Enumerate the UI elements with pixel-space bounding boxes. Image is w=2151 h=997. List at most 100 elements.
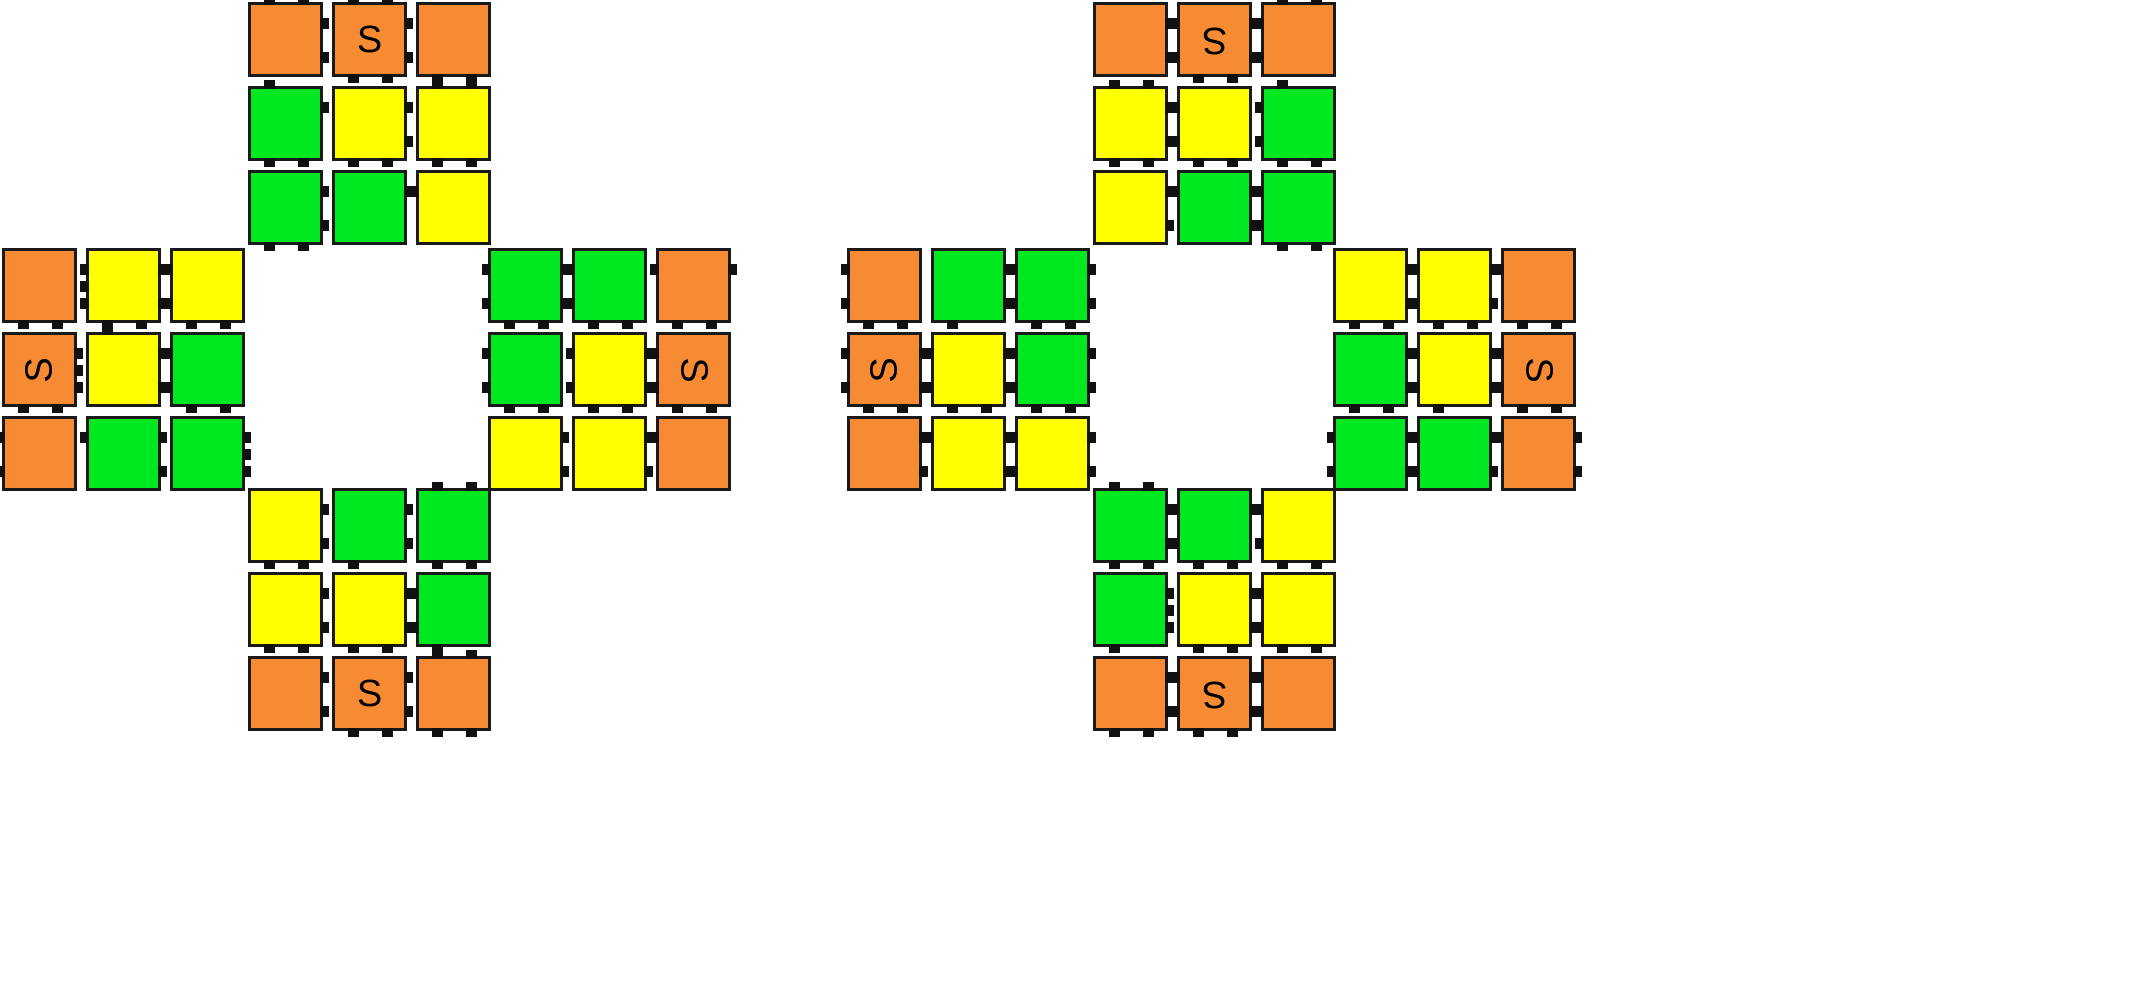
puzzle-tile[interactable] — [1093, 2, 1174, 77]
tile-edge-tab-right — [320, 706, 329, 717]
tile-edge-tab-bottom — [706, 404, 717, 413]
tile-edge-tab-bottom — [52, 404, 63, 413]
puzzle-tile[interactable] — [925, 332, 1012, 413]
puzzle-tile[interactable] — [650, 248, 737, 329]
puzzle-tile[interactable] — [164, 332, 245, 413]
tile-edge-tab-left — [925, 382, 934, 393]
puzzle-tile[interactable]: S — [2, 332, 83, 413]
tile-edge-tab-left — [1009, 432, 1018, 443]
puzzle-tile[interactable] — [332, 170, 413, 245]
puzzle-tile[interactable] — [164, 248, 245, 329]
tile-edge-tab-right — [1165, 538, 1174, 549]
puzzle-tile[interactable] — [248, 170, 329, 251]
puzzle-tile[interactable] — [1093, 572, 1174, 653]
puzzle-tile[interactable] — [566, 248, 647, 329]
puzzle-tile[interactable]: S — [1495, 332, 1576, 413]
puzzle-tile[interactable] — [248, 572, 329, 653]
puzzle-tile[interactable] — [1255, 488, 1336, 569]
tile-letter-glyph: S — [18, 356, 61, 383]
tile-edge-tab-bottom — [947, 404, 958, 413]
tile-edge-tab-bottom — [432, 560, 443, 569]
puzzle-tile[interactable] — [925, 416, 1012, 491]
puzzle-tile[interactable] — [86, 326, 167, 407]
puzzle-tile[interactable] — [0, 416, 77, 491]
puzzle-tile[interactable] — [1009, 248, 1096, 329]
puzzle-tile[interactable] — [1177, 572, 1258, 653]
puzzle-tile[interactable] — [841, 248, 922, 329]
puzzle-tile[interactable] — [1255, 80, 1336, 167]
tile-edge-tab-bottom — [264, 242, 275, 251]
puzzle-tile[interactable] — [248, 488, 329, 569]
puzzle-tile[interactable] — [1255, 0, 1336, 77]
puzzle-tile[interactable] — [248, 0, 329, 77]
puzzle-tile[interactable] — [80, 248, 167, 329]
puzzle-tile[interactable] — [1495, 248, 1576, 329]
puzzle-tile[interactable] — [416, 482, 491, 569]
puzzle-tile[interactable]: S — [650, 332, 731, 413]
tile-edge-tab-left — [0, 466, 5, 477]
puzzle-tile[interactable] — [170, 416, 251, 491]
puzzle-tile[interactable] — [2, 248, 77, 329]
puzzle-tile[interactable] — [1093, 80, 1174, 167]
puzzle-tile[interactable] — [1333, 248, 1414, 329]
puzzle-tile[interactable] — [847, 416, 928, 491]
puzzle-tile[interactable] — [1093, 656, 1174, 737]
puzzle-tile[interactable] — [416, 80, 491, 167]
puzzle-tile[interactable] — [410, 170, 491, 245]
puzzle-tile[interactable] — [1411, 416, 1498, 491]
puzzle-tile[interactable] — [1255, 572, 1336, 653]
puzzle-tile[interactable] — [1009, 332, 1096, 413]
puzzle-tile[interactable] — [416, 650, 491, 737]
tile-edge-tab-right — [1489, 466, 1498, 477]
puzzle-tile[interactable] — [1327, 416, 1414, 491]
puzzle-tile[interactable] — [1333, 332, 1414, 413]
tile-edge-tab-top — [382, 0, 393, 5]
tile-edge-tab-bottom — [264, 158, 275, 167]
puzzle-tile[interactable]: S — [332, 0, 413, 83]
puzzle-tile[interactable] — [482, 248, 569, 329]
puzzle-tile[interactable] — [248, 656, 329, 731]
puzzle-tile[interactable] — [1171, 488, 1258, 569]
tile-edge-tab-right — [404, 186, 413, 197]
puzzle-tile[interactable] — [482, 332, 563, 413]
tile-edge-tab-right — [404, 706, 413, 717]
puzzle-tile[interactable] — [1495, 416, 1582, 491]
puzzle-tile[interactable] — [332, 86, 413, 167]
puzzle-tile[interactable] — [1255, 656, 1336, 731]
tile-edge-tab-bottom — [1065, 404, 1076, 413]
puzzle-tile[interactable] — [1255, 170, 1336, 251]
tile-edge-tab-right — [320, 504, 329, 515]
puzzle-tile[interactable]: S — [1171, 2, 1258, 83]
puzzle-tile[interactable] — [572, 416, 653, 491]
puzzle-tile[interactable] — [650, 416, 731, 491]
puzzle-tile[interactable] — [1171, 170, 1258, 245]
tile-edge-tab-left — [1171, 186, 1180, 197]
puzzle-tile[interactable] — [332, 572, 413, 653]
puzzle-tile[interactable] — [332, 488, 413, 569]
puzzle-tile[interactable] — [488, 416, 569, 491]
tile-edge-tab-right — [1003, 466, 1012, 477]
puzzle-tile[interactable]: S — [841, 332, 928, 413]
puzzle-tile[interactable] — [1009, 416, 1096, 491]
puzzle-tile[interactable] — [248, 80, 329, 167]
tile-edge-tab-left — [650, 432, 659, 443]
tile-edge-tab-right — [644, 382, 653, 393]
puzzle-tile[interactable] — [416, 2, 491, 83]
puzzle-tile[interactable] — [566, 332, 653, 413]
tile-edge-tab-bottom — [1109, 560, 1120, 569]
puzzle-tile[interactable] — [1411, 332, 1498, 413]
puzzle-tile[interactable] — [1171, 86, 1252, 167]
puzzle-tile[interactable] — [931, 248, 1012, 329]
tile-edge-tab-left — [1255, 102, 1264, 113]
puzzle-tile[interactable] — [1093, 482, 1174, 569]
puzzle-tile[interactable] — [1411, 248, 1498, 329]
tile-edge-tab-bottom — [1277, 560, 1288, 569]
tile-edge-tab-top — [1109, 80, 1120, 89]
puzzle-tile[interactable] — [410, 572, 491, 653]
puzzle-tile[interactable] — [80, 416, 167, 491]
puzzle-tile[interactable] — [1093, 170, 1174, 245]
puzzle-tile[interactable]: S — [1171, 656, 1258, 737]
tile-edge-tab-right — [1249, 504, 1258, 515]
puzzle-tile[interactable]: S — [332, 656, 413, 737]
tile-edge-tab-right — [1405, 382, 1414, 393]
